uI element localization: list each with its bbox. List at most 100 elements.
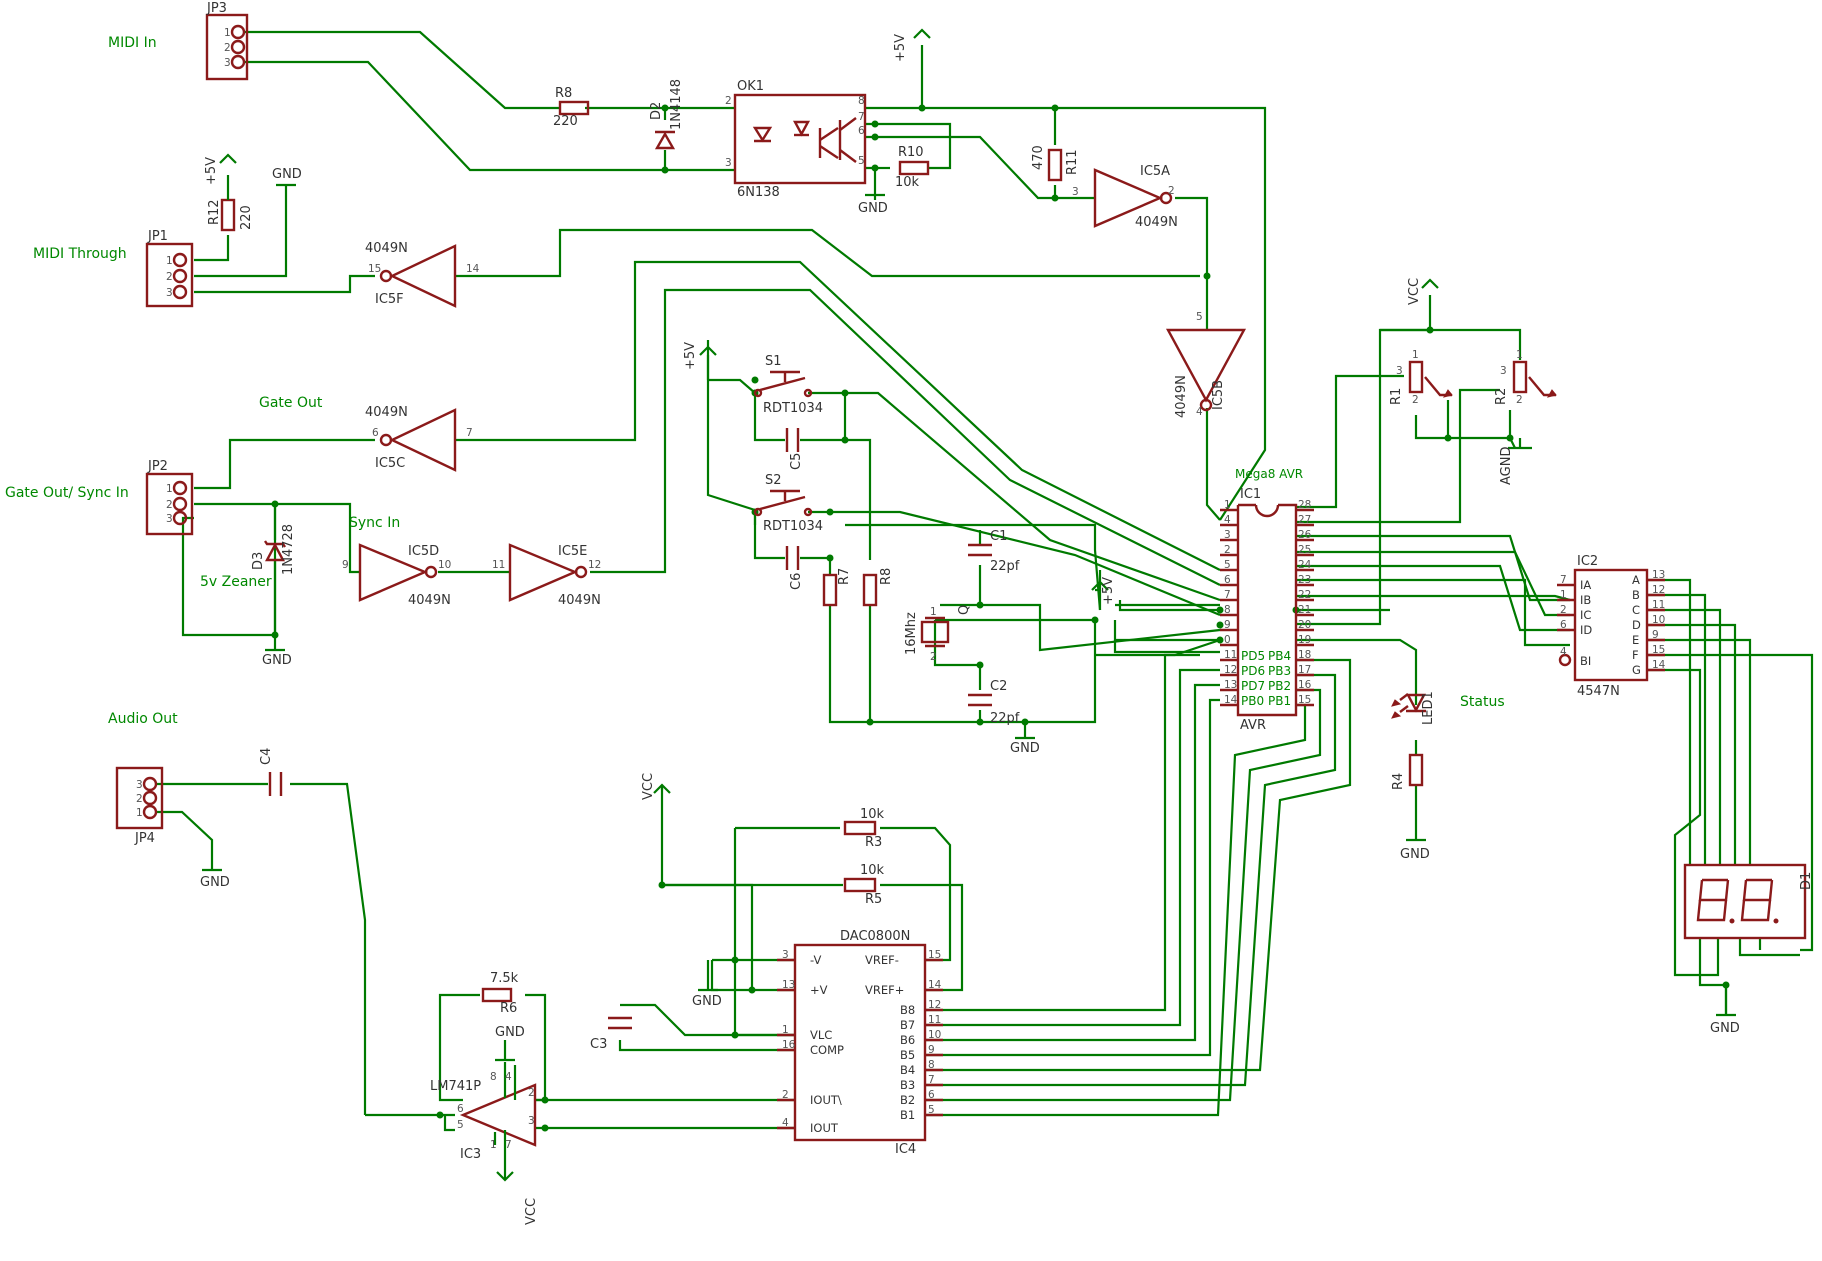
svg-text:10k: 10k [860, 807, 885, 822]
svg-text:R11: R11 [1065, 149, 1080, 175]
ic1-port-left: PB0 [1241, 694, 1264, 708]
svg-text:IC5F: IC5F [375, 292, 404, 307]
ic4-b-pin-num: 9 [928, 1044, 935, 1056]
svg-text:R3: R3 [865, 835, 882, 850]
svg-text:GND: GND [495, 1025, 525, 1040]
ic4-b-label: B5 [900, 1048, 915, 1062]
ic2-out-pin-num: 9 [1652, 629, 1659, 641]
svg-text:D3: D3 [251, 552, 266, 570]
svg-text:IC5A: IC5A [1140, 164, 1170, 179]
svg-text:2: 2 [930, 651, 937, 663]
svg-text:+5V: +5V [683, 342, 698, 370]
ic2-out-pin-num: 12 [1652, 584, 1665, 596]
svg-text:3: 3 [725, 157, 732, 169]
ic2-in-label: ID [1580, 623, 1592, 637]
svg-text:LM741P: LM741P [430, 1079, 481, 1094]
svg-text:4547N: 4547N [1577, 684, 1620, 699]
r4-resistor: R4 GND [1391, 753, 1430, 862]
vcc-symbol-1: VCC [1407, 278, 1439, 305]
ic1-pin-labels: 1432567890111213142827262524232221201918… [1220, 499, 1314, 708]
ic1-right-pin-num: 23 [1298, 574, 1311, 586]
ic1-right-pin-num: 27 [1298, 514, 1311, 526]
ic4-b-pin-num: 10 [928, 1029, 941, 1041]
svg-text:4049N: 4049N [365, 241, 408, 256]
ic1-right-pin-num: 15 [1298, 694, 1311, 706]
ic1-port-right: PB3 [1268, 664, 1291, 678]
svg-text:GND: GND [200, 875, 230, 890]
junctions [271, 104, 1730, 1132]
ic4-left-label: COMP [810, 1043, 844, 1057]
ic3-opamp: LM741P IC3 6 5 2 3 4 7 8 1 [430, 1062, 537, 1180]
ic1-left-pin-num: 13 [1224, 679, 1237, 691]
jp3-connector: JP3 1 2 3 [205, 1, 249, 81]
vcc-symbol-3: VCC [496, 1171, 539, 1225]
r7-resistor: R7 [822, 568, 852, 607]
svg-text:DAC0800N: DAC0800N [840, 929, 910, 944]
ic4-left-pin-num: 16 [782, 1039, 796, 1051]
ic1-right-pin-num: 22 [1298, 589, 1311, 601]
ic2-out-label: G [1632, 663, 1641, 677]
svg-text:6: 6 [858, 125, 865, 137]
ic4-right-label: VREF+ [865, 983, 904, 997]
ic5b-inverter: IC5B 4049N 5 4 [1165, 311, 1247, 418]
ic1-port-right: PB1 [1268, 694, 1291, 708]
svg-text:8: 8 [858, 95, 865, 107]
ic1-left-pin-num: 4 [1224, 514, 1231, 526]
c2-capacitor: C2 22pf [968, 679, 1020, 726]
svg-text:2: 2 [136, 793, 143, 805]
ic2-in-label: IA [1580, 578, 1591, 592]
svg-text:4049N: 4049N [365, 405, 408, 420]
q-crystal: 16Mhz Q 1 2 [904, 605, 972, 663]
p5v-symbol-1: +5V [893, 28, 931, 62]
ic1-right-pin-num: 16 [1298, 679, 1312, 691]
ic1-left-pin-num: 9 [1224, 619, 1231, 631]
ic4-right-label: VREF- [865, 953, 899, 967]
svg-text:6: 6 [457, 1103, 464, 1115]
ic2-out-pin-num: 11 [1652, 599, 1665, 611]
ic1-right-pin-num: 20 [1298, 619, 1311, 631]
svg-text:S1: S1 [765, 354, 782, 369]
svg-text:R5: R5 [865, 892, 882, 907]
ic2-in-label: IB [1580, 593, 1591, 607]
svg-text:RDT1034: RDT1034 [763, 401, 823, 416]
svg-text:4049N: 4049N [408, 593, 451, 608]
svg-text:4049N: 4049N [1135, 215, 1178, 230]
ic1-right-pin-num: 21 [1298, 604, 1311, 616]
ic5a-inverter: IC5A 4049N 3 2 [1072, 164, 1178, 230]
gnd-symbol-xtal: GND [1010, 736, 1040, 756]
svg-text:R4: R4 [1391, 773, 1406, 790]
ic1-right-pin-num: 26 [1298, 529, 1312, 541]
svg-text:10k: 10k [860, 863, 885, 878]
svg-text:VCC: VCC [524, 1198, 539, 1225]
ic4-left-pin-num: 3 [782, 949, 789, 961]
svg-text:5: 5 [858, 155, 865, 167]
ic4-left-pin-num: 4 [782, 1117, 789, 1129]
svg-text:6: 6 [372, 427, 379, 439]
ic1-right-pin-num: 18 [1298, 649, 1311, 661]
ic4-b-pin-num: 11 [928, 1014, 941, 1026]
svg-text:11: 11 [492, 559, 505, 571]
ic2-bi-label: BI [1580, 654, 1591, 668]
svg-text:R8: R8 [879, 568, 894, 585]
ic2-out-label: A [1632, 573, 1640, 587]
svg-text:GND: GND [858, 201, 888, 216]
svg-text:IC4: IC4 [895, 1142, 916, 1157]
r12-resistor: R12 220 +5V [204, 153, 254, 232]
c6-capacitor: C6 [785, 546, 804, 590]
c4-capacitor: C4 [259, 748, 283, 796]
svg-text:D2: D2 [649, 102, 664, 120]
net-sync-in: Sync In [349, 515, 400, 531]
ic4-dac: DAC0800N IC4 [793, 929, 927, 1157]
ic2-in-pin-num: 2 [1560, 604, 1567, 616]
ic2-in-pin-num: 1 [1560, 589, 1567, 601]
net-gate-sync: Gate Out/ Sync In [5, 485, 129, 501]
s1-switch: S1 RDT1034 [753, 354, 823, 416]
svg-text:C6: C6 [789, 573, 804, 590]
gnd-symbol-display: GND [1710, 1013, 1740, 1036]
ic1-left-pin-num: 5 [1224, 559, 1231, 571]
svg-text:R2: R2 [1494, 388, 1509, 405]
svg-text:4049N: 4049N [1174, 375, 1189, 418]
ic1-right-pin-num: 17 [1298, 664, 1311, 676]
